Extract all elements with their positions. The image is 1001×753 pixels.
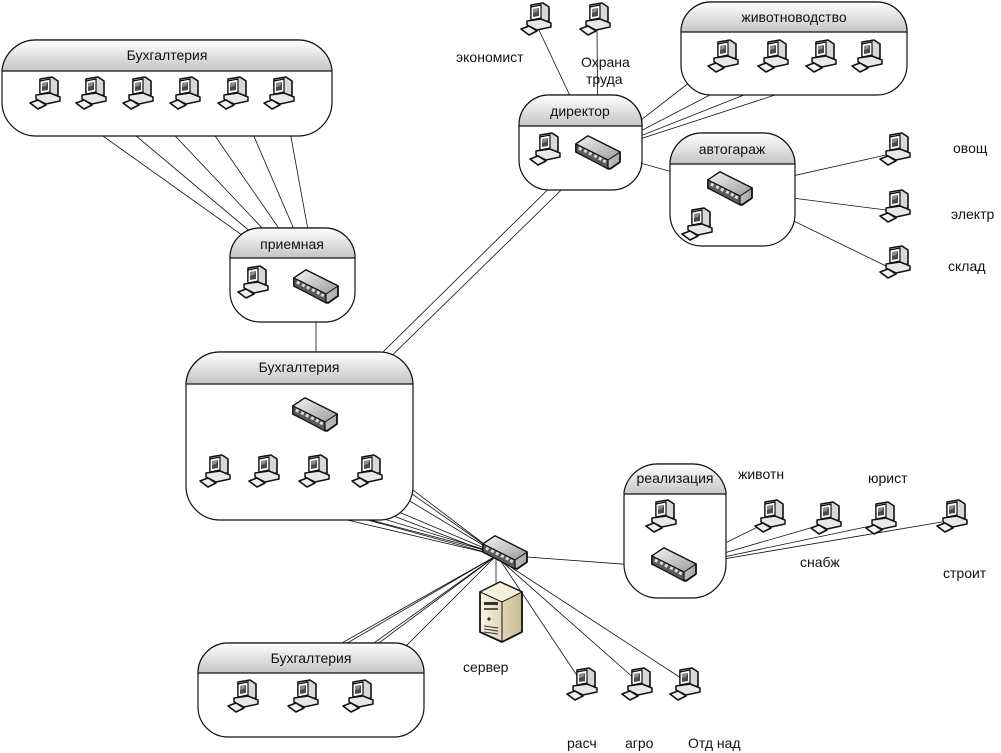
label-ovoshch: овощ — [953, 140, 988, 156]
label-agro: агро — [625, 735, 654, 751]
label-otd-nad: Отд над — [688, 735, 741, 751]
group-title: Бухгалтерия — [271, 650, 352, 666]
computer-icon[interactable] — [879, 132, 911, 166]
group-title: директор — [550, 103, 610, 119]
link — [499, 559, 581, 681]
computer-icon[interactable] — [865, 501, 897, 535]
label-sklad: склад — [948, 258, 985, 274]
label-stroit: строит — [943, 565, 987, 581]
computer-icon[interactable] — [621, 667, 653, 701]
label-rasch: расч — [567, 735, 597, 751]
labels: экономист Охрана труда овощ электр склад… — [456, 49, 994, 751]
label-yurist: юрист — [868, 470, 908, 486]
link — [499, 559, 637, 681]
computer-icon[interactable] — [936, 499, 968, 533]
server-icon[interactable] — [478, 581, 524, 643]
group-title: автогараж — [699, 141, 766, 157]
group-zhivotnovodstvo: животноводство — [680, 1, 908, 96]
group-buh1: Бухгалтерия — [1, 39, 333, 137]
computer-icon[interactable] — [879, 189, 911, 223]
switch-icon[interactable] — [482, 535, 528, 570]
group-buh2: Бухгалтерия — [185, 351, 414, 521]
computer-icon[interactable] — [579, 2, 611, 36]
label-ohrana-1: Охрана — [581, 54, 630, 70]
group-realizaciya: реализация — [623, 463, 727, 599]
label-zhivotn: животн — [738, 466, 784, 482]
group-title: реализация — [637, 470, 714, 486]
computer-icon[interactable] — [879, 245, 911, 279]
link — [499, 559, 685, 681]
group-title: приемная — [260, 236, 324, 252]
label-ekonomist: экономист — [456, 49, 524, 65]
computer-icon[interactable] — [669, 667, 701, 701]
computer-icon[interactable] — [566, 667, 598, 701]
group-title: животноводство — [741, 9, 846, 25]
computer-icon[interactable] — [520, 2, 552, 36]
group-title: Бухгалтерия — [127, 47, 208, 63]
computer-icon[interactable] — [754, 499, 786, 533]
computer-icon[interactable] — [810, 501, 842, 535]
label-snabzh: снабж — [800, 554, 840, 570]
label-elektr: электр — [951, 206, 994, 222]
group-title: Бухгалтерия — [259, 359, 340, 375]
label-server: сервер — [463, 659, 509, 675]
label-ohrana-2: труда — [586, 71, 623, 87]
